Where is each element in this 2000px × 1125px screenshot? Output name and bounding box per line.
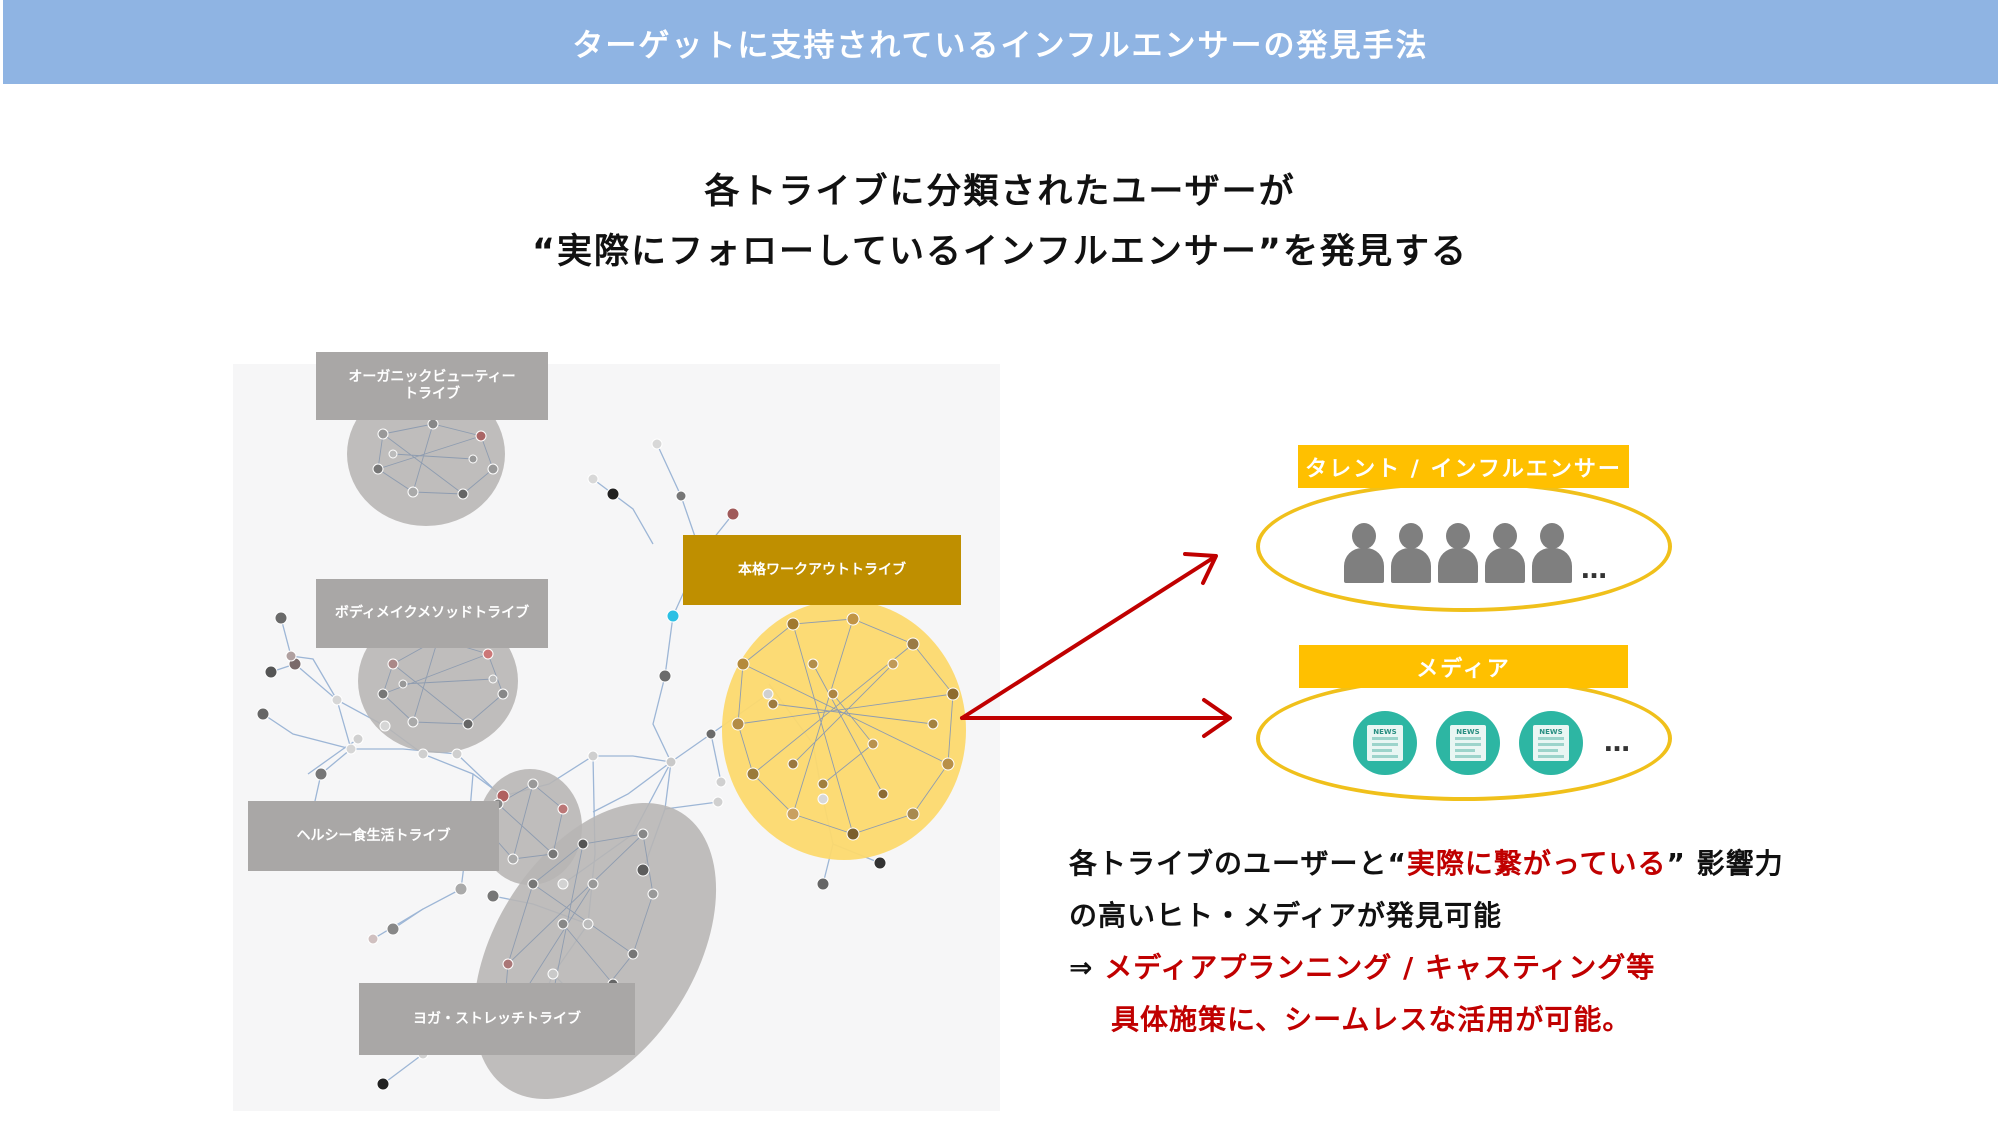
news-icon: NEWS [1519,711,1583,775]
arrow-to-talent-head [1183,552,1218,585]
description-line-1-a: 各トライブのユーザーと“ [1069,847,1407,880]
tribe-label-workout: 本格ワークアウトトライブ [683,535,961,605]
description-line-1: 各トライブのユーザーと“実際に繋がっている” 影響力 [1069,838,1784,890]
news-icon: NEWS [1436,711,1500,775]
network-nodes [256,418,960,1091]
description-line-2: の高いヒト・メディアが発見可能 [1069,899,1503,932]
arrow-to-talent [960,556,1215,720]
tribe-label-organic-beauty-line2: トライブ [404,386,460,402]
arrow-to-media-head [1202,698,1232,738]
description-line-1-b: ” 影響力 [1666,847,1784,880]
page-title: ターゲットに支持されているインフルエンサーの発見手法 [572,27,1429,64]
tribe-label-organic-beauty: オーガニックビューティー トライブ [316,352,548,420]
tribe-label-workout-line1: 本格ワークアウトトライブ [738,561,906,578]
tribe-label-body-make: ボディメイクメソッドトライブ [316,579,548,648]
media-label: メディア [1299,645,1628,688]
media-icons: NEWS NEWS NEWS … [1353,711,1630,775]
tribe-label-organic-beauty-line1: オーガニックビューティー [348,369,516,385]
description-highlight-connected: 実際に繋がっている [1406,847,1667,880]
talent-ellipsis: … [1581,555,1607,585]
person-icon [1485,523,1525,583]
tribe-label-yoga-stretch-line1: ヨガ・ストレッチトライブ [413,1010,581,1027]
description-text: 各トライブのユーザーと“実際に繋がっている” 影響力 の高いヒト・メディアが発見… [1069,838,1784,1046]
tribe-network-diagram: オーガニックビューティー トライブ ボディメイクメソッドトライブ 本格ワークアウ… [233,352,1000,1111]
tribe-label-healthy-food: ヘルシー食生活トライブ [248,801,499,871]
headline-line-1: 各トライブに分類されたユーザーが [704,172,1296,212]
media-ellipsis: … [1604,728,1630,758]
headline-line-2: “実際にフォローしているインフルエンサー”を発見する [532,232,1468,272]
description-highlight-planning: メディアプランニング / キャスティング等 [1104,951,1656,984]
person-icon [1391,523,1431,583]
headline: 各トライブに分類されたユーザーが “実際にフォローしているインフルエンサー”を発… [0,162,2000,282]
news-icon: NEWS [1353,711,1417,775]
person-icon [1344,523,1384,583]
cluster-inner-edges [377,423,954,1045]
talent-label-text: タレント / インフルエンサー [1305,456,1622,482]
tribe-label-healthy-food-line1: ヘルシー食生活トライブ [296,827,451,844]
description-line-3: ⇒ メディアプランニング / キャスティング等 [1069,942,1784,994]
person-icon [1438,523,1478,583]
talent-icons: … [1344,523,1607,583]
tribe-label-yoga-stretch: ヨガ・ストレッチトライブ [359,983,635,1055]
description-arrow: ⇒ [1069,951,1105,984]
news-icon-text: NEWS [1539,728,1563,736]
header-bar: ターゲットに支持されているインフルエンサーの発見手法 [3,0,1998,84]
description-line-4: 具体施策に、シームレスな活用が可能。 [1111,1003,1632,1036]
news-icon-text: NEWS [1456,728,1480,736]
talent-label: タレント / インフルエンサー [1298,445,1629,488]
cluster-workout-highlight [722,600,966,860]
media-label-text: メディア [1416,656,1511,682]
news-icon-text: NEWS [1373,728,1397,736]
person-icon [1532,523,1572,583]
tribe-label-body-make-line1: ボディメイクメソッドトライブ [334,605,530,621]
